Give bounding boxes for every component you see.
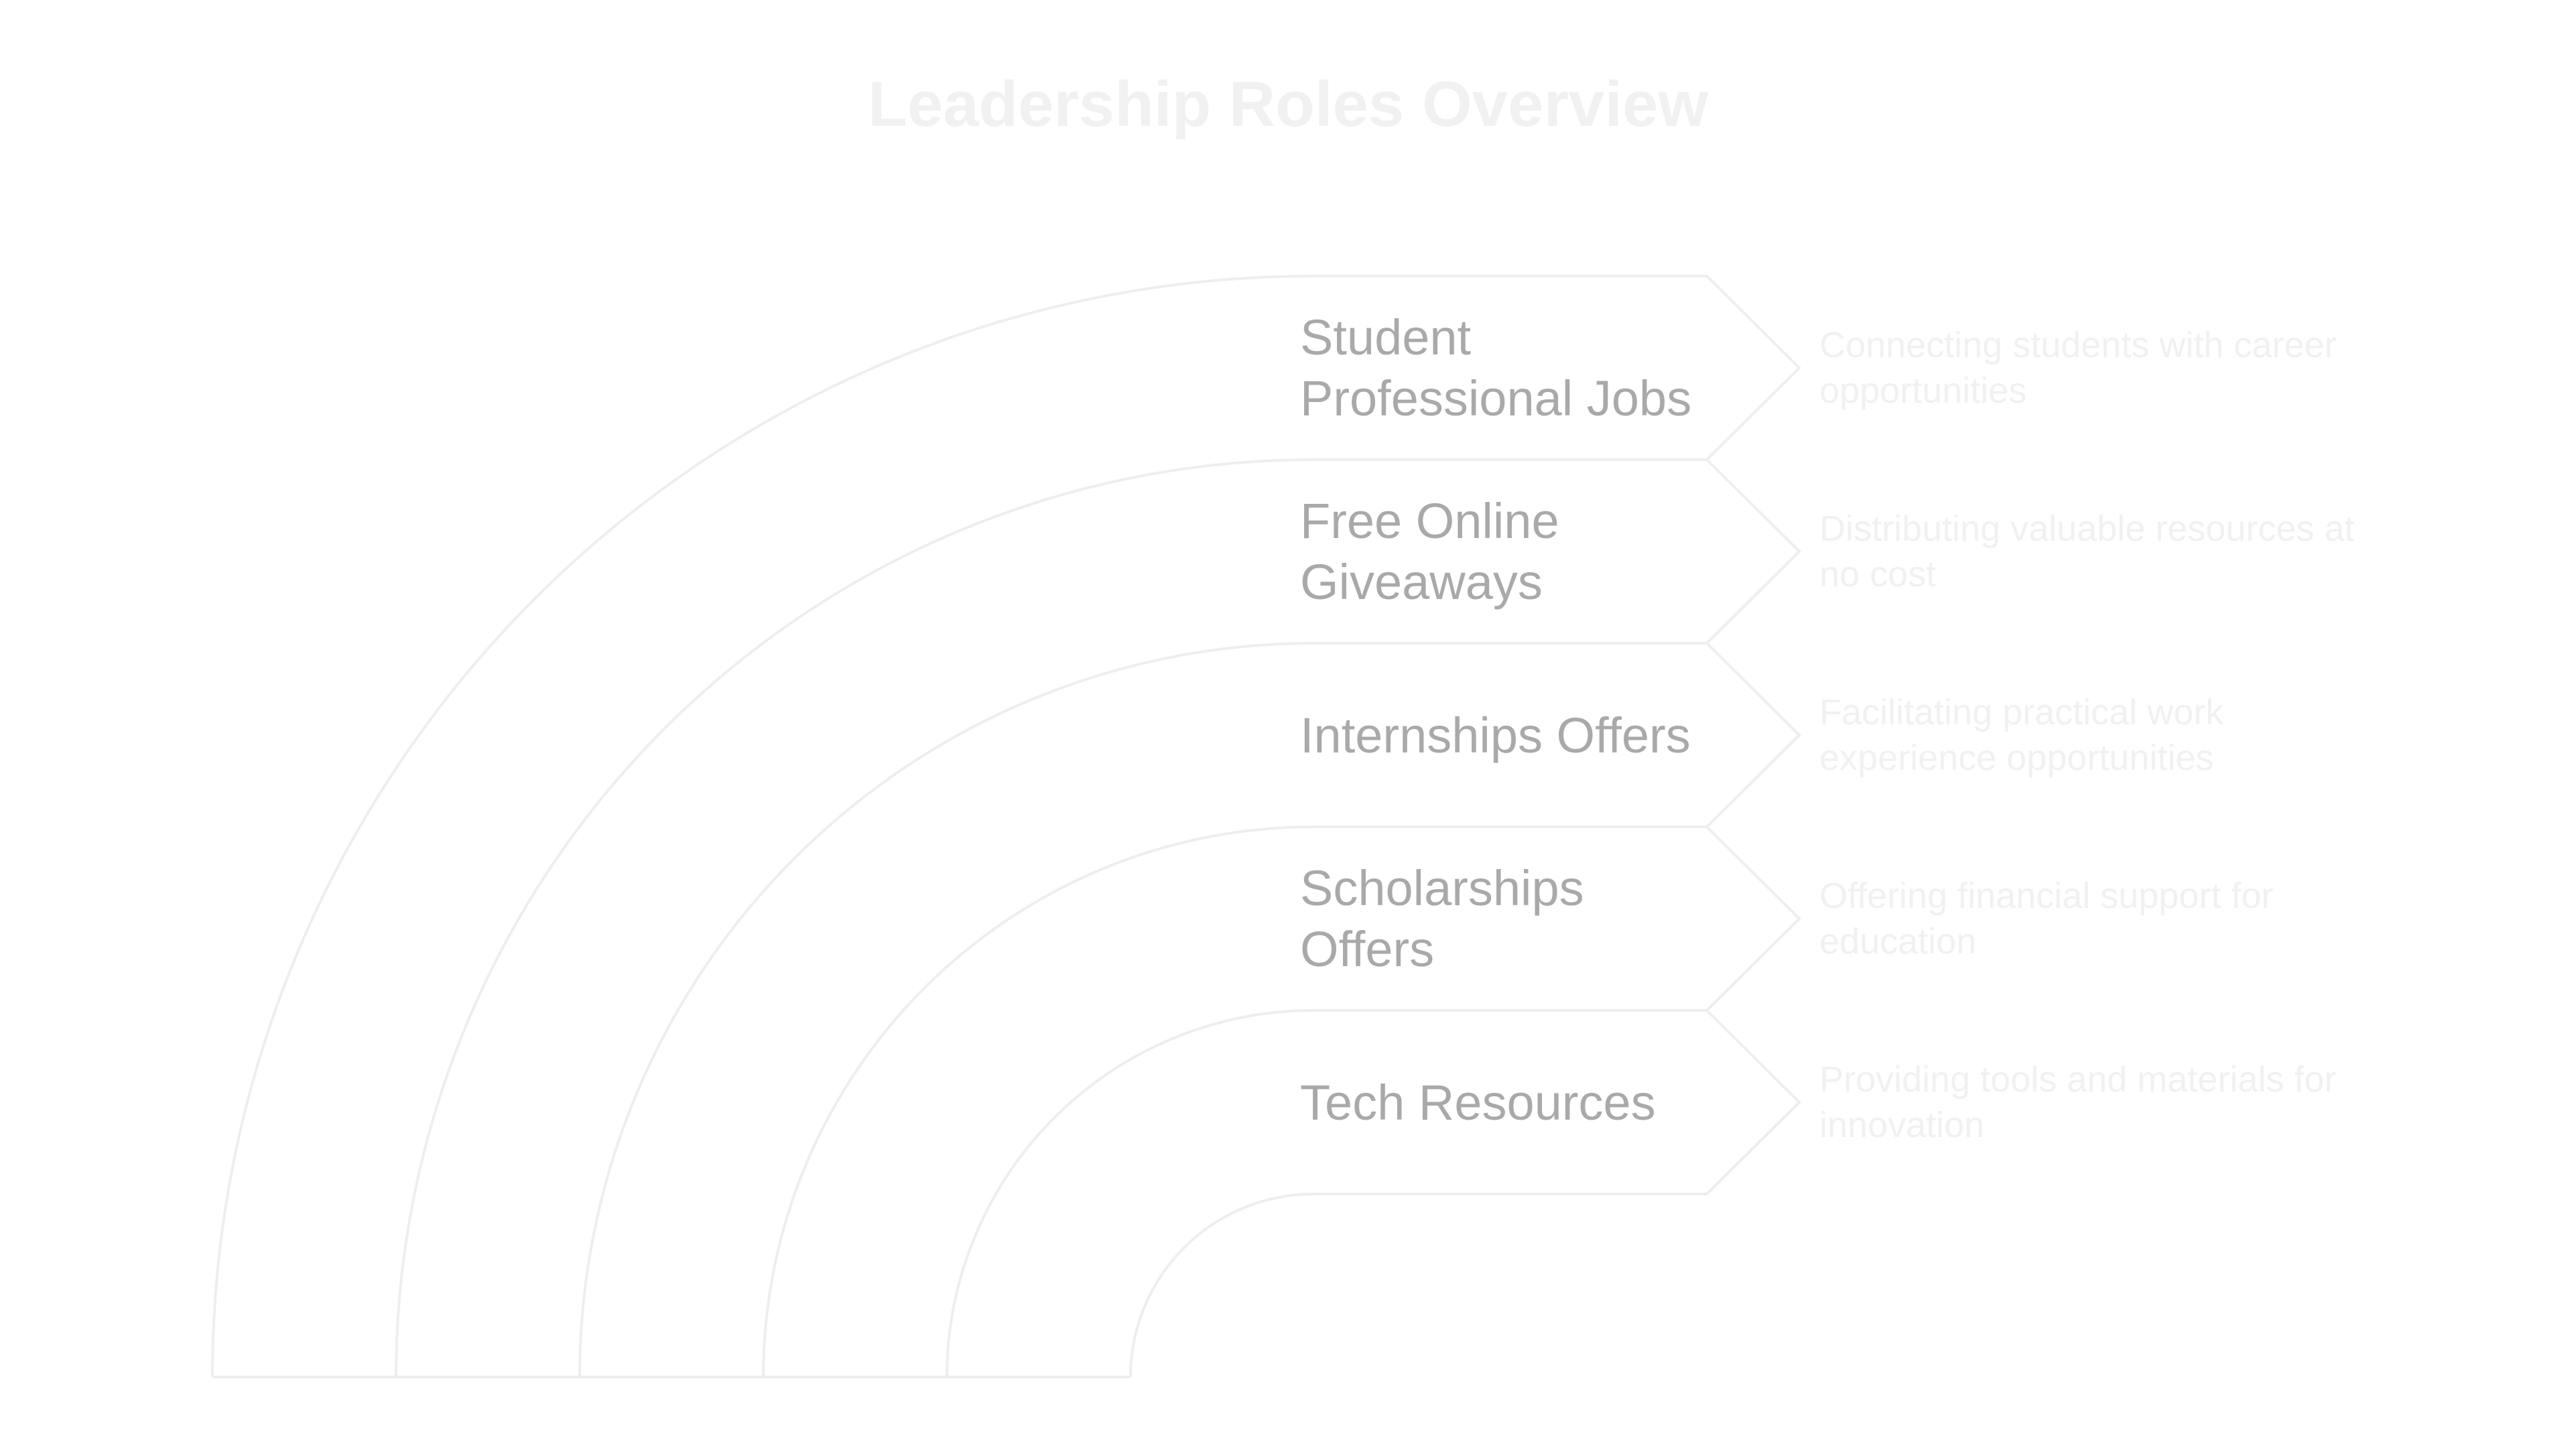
band-description-internships-offers: Facilitating practical work experience o… — [1819, 692, 2224, 778]
arc-band-student-professional-jobs — [211, 275, 1801, 1378]
band-label-tech-resources: Tech Resources — [1300, 1074, 1656, 1130]
arc-band-free-online-giveaways — [395, 458, 1801, 1378]
band-description-student-professional-jobs: Connecting students with career opportun… — [1819, 325, 2337, 411]
band-label-student-professional-jobs: Student Professional Jobs — [1300, 310, 1692, 426]
band-label-scholarships-offers: Scholarships Offers — [1300, 860, 1584, 977]
band-description-tech-resources: Providing tools and materials for innova… — [1819, 1059, 2337, 1145]
band-label-free-online-giveaways: Free Online Giveaways — [1300, 493, 1559, 610]
page-title: Leadership Roles Overview — [868, 68, 1708, 140]
band-label-internships-offers: Internships Offers — [1300, 707, 1691, 763]
arc-band-scholarships-offers — [762, 826, 1801, 1378]
arc-band-internships-offers — [578, 642, 1801, 1378]
arc-inner-edge — [1129, 1193, 1707, 1378]
band-description-free-online-giveaways: Distributing valuable resources at no co… — [1819, 509, 2355, 594]
band-description-scholarships-offers: Offering financial support for education — [1819, 876, 2274, 962]
arc-band-tech-resources — [946, 1009, 1801, 1378]
